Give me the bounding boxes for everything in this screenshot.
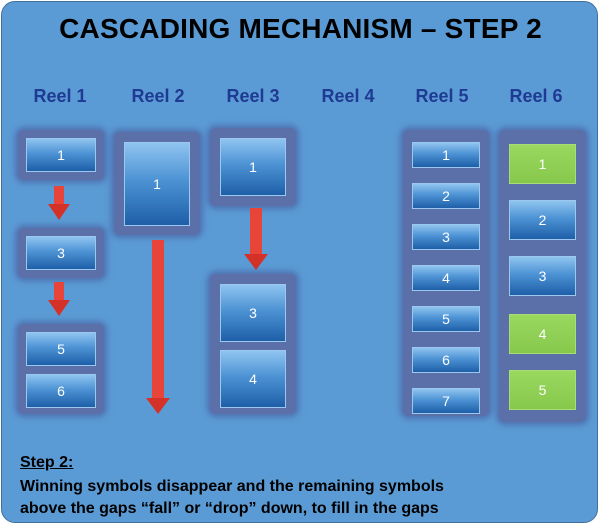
diagram-title: CASCADING MECHANISM – STEP 2 — [59, 13, 542, 44]
reel-5-symbol: 6 — [412, 347, 480, 373]
reel-6-winning-symbol: 4 — [509, 314, 576, 354]
reel-6-symbol: 2 — [509, 200, 576, 240]
reel-3-symbol: 3 — [220, 284, 286, 342]
reel-1-group-bottom: 5 6 — [18, 324, 104, 414]
reel-6-label: Reel 6 — [509, 86, 563, 106]
reel-5-symbol: 3 — [412, 224, 480, 250]
reel-5-symbol: 2 — [412, 183, 480, 209]
reel-6-winning-symbol: 5 — [509, 370, 576, 410]
step-heading: Step 2: — [20, 454, 74, 471]
reel-2-group: 1 — [114, 132, 200, 235]
reel-6-symbol: 3 — [509, 256, 576, 296]
reel-1-label: Reel 1 — [33, 86, 87, 106]
reel-4-label: Reel 4 — [321, 86, 375, 106]
reel-2-symbol: 1 — [124, 142, 190, 226]
reel-3-symbol: 4 — [220, 350, 286, 408]
drop-arrow-icon — [48, 282, 70, 316]
step-description: Winning symbols disappear and the remain… — [20, 478, 444, 517]
reel-2-label: Reel 2 — [131, 86, 185, 106]
reel-5-symbol: 4 — [412, 265, 480, 291]
reel-6-winning-symbol: 1 — [509, 144, 576, 184]
reel-3-group-bottom: 3 4 — [210, 274, 296, 414]
reel-6-group: 1 2 3 4 5 — [499, 130, 586, 422]
reel-1-symbol: 5 — [26, 332, 96, 366]
reel-5-group: 1 2 3 4 5 6 7 — [403, 130, 489, 416]
reel-3-symbol: 1 — [220, 138, 286, 196]
drop-arrow-icon — [48, 186, 70, 220]
reel-3-group-top: 1 — [210, 128, 296, 206]
reel-1-group-top: 1 — [18, 130, 104, 180]
reel-1-group-middle: 3 — [18, 228, 104, 278]
reel-3-label: Reel 3 — [226, 86, 280, 106]
drop-arrow-icon — [146, 240, 170, 414]
reel-1-symbol: 6 — [26, 374, 96, 408]
reel-5-symbol: 5 — [412, 306, 480, 332]
reel-5-symbol: 1 — [412, 142, 480, 168]
reel-1-symbol: 3 — [26, 236, 96, 270]
reel-1-symbol: 1 — [26, 138, 96, 172]
drop-arrow-icon — [244, 208, 268, 270]
reel-5-label: Reel 5 — [415, 86, 469, 106]
reel-5-symbol: 7 — [412, 388, 480, 414]
